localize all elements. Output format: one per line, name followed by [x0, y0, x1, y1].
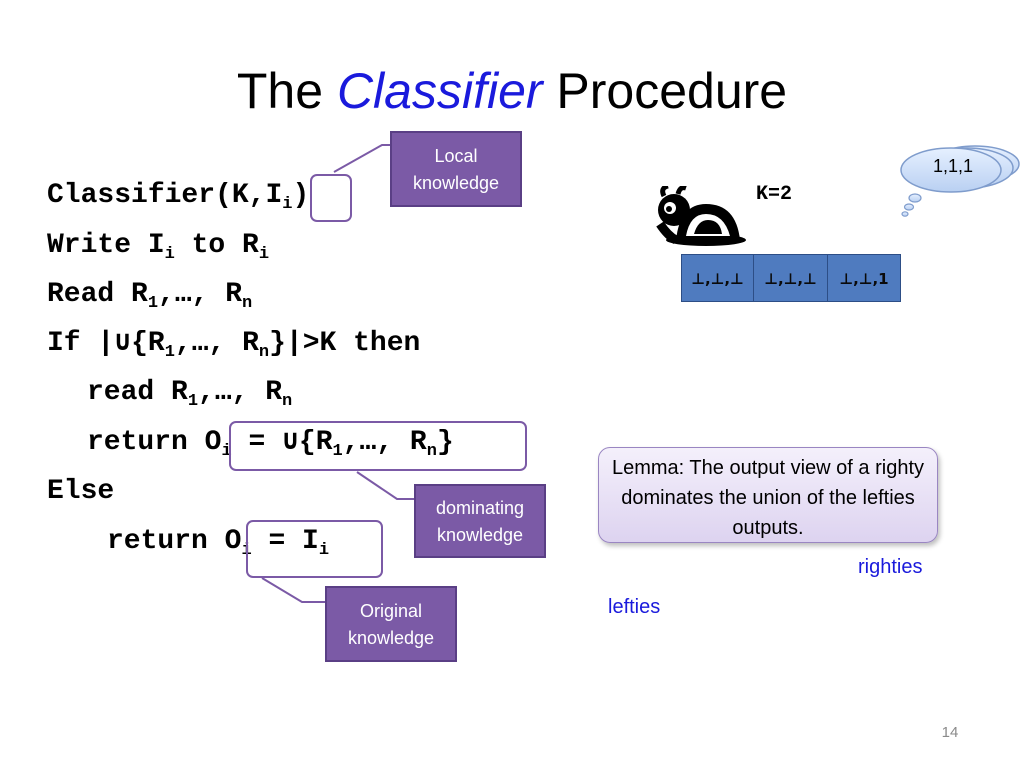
register-cell-3: ⊥,⊥,1	[827, 254, 901, 302]
code-line-2: Write Ii to Ri	[47, 230, 270, 264]
connector-original	[261, 577, 326, 603]
highlight-local-input	[310, 174, 352, 222]
page-number: 14	[941, 724, 959, 741]
snail-icon	[656, 186, 746, 246]
callout-original-knowledge: Original knowledge	[325, 586, 457, 662]
code-line-3: Read R1,…, Rn	[47, 279, 253, 313]
code-line-4: If |∪{R1,…, Rn}|>K then	[47, 328, 421, 362]
k-value-label: K=2	[756, 183, 793, 206]
thought-bubble-icon	[900, 145, 1020, 217]
thought-bubble-text: 1,1,1	[932, 156, 974, 176]
title-suffix: Procedure	[542, 63, 788, 119]
callout-dominating-knowledge: dominating knowledge	[414, 484, 546, 558]
code-line-1: Classifier(K,Ii)	[47, 180, 310, 214]
register-cell-2: ⊥,⊥,⊥	[753, 254, 828, 302]
lefties-label: lefties	[608, 596, 661, 618]
code-line-7: Else	[47, 476, 115, 507]
slide-title: The Classifier Procedure	[0, 62, 1024, 120]
righties-label: righties	[858, 556, 923, 578]
lemma-box: Lemma: The output view of a righty domin…	[598, 447, 938, 543]
connector-local	[333, 144, 392, 173]
title-prefix: The	[236, 63, 337, 119]
highlight-original-output	[246, 520, 383, 578]
callout-local-knowledge: Local knowledge	[390, 131, 522, 207]
highlight-dominating-output	[229, 421, 527, 471]
code-line-6: return Oi = ∪{R1,…, Rn}	[87, 427, 454, 461]
register-cell-1: ⊥,⊥,⊥	[681, 254, 754, 302]
connector-dominating	[356, 471, 415, 500]
title-emphasis: Classifier	[336, 63, 543, 119]
code-line-5: read R1,…, Rn	[87, 377, 293, 411]
